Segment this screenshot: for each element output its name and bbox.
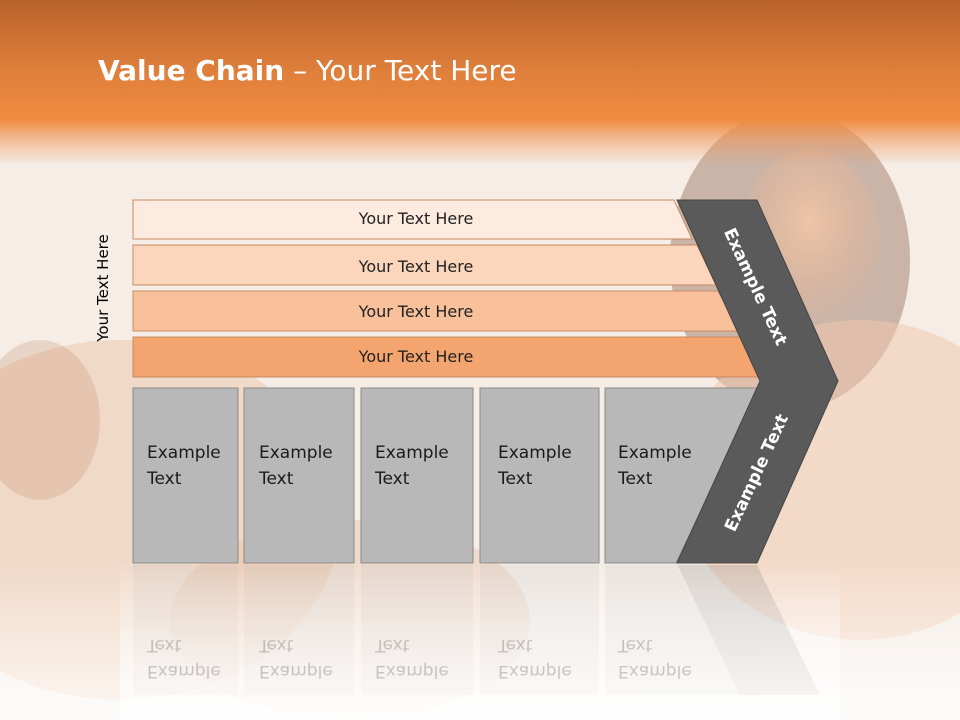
row-1-shape: [132, 199, 693, 240]
box-3-shape: [360, 387, 474, 564]
row-2-label: Your Text Here: [358, 257, 474, 276]
box-1-shape: [132, 387, 239, 564]
row-1-label: Your Text Here: [358, 209, 474, 228]
row-3-label: Your Text Here: [358, 302, 474, 321]
box-4-shape: [479, 387, 600, 564]
title-rest: – Your Text Here: [284, 54, 517, 87]
row-4-label: Your Text Here: [358, 347, 474, 366]
title-banner: [0, 0, 960, 165]
title-bold: Value Chain: [98, 54, 285, 87]
box-2-shape: [243, 387, 355, 564]
slide-title: Value Chain – Your Text Here: [98, 54, 517, 87]
